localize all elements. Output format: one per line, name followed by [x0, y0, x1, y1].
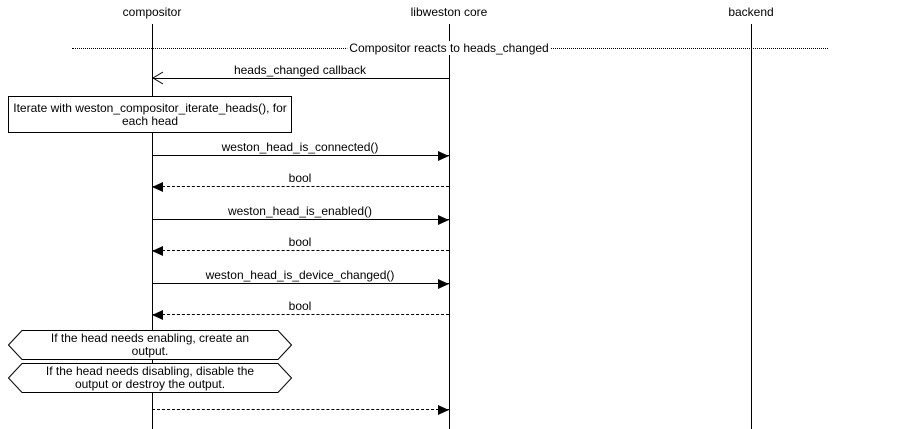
note-box: Iterate with weston_compositor_iterate_h… — [8, 96, 292, 133]
separator-label: Compositor reacts to heads_changed — [347, 41, 551, 55]
message-label: bool — [285, 235, 315, 249]
message-label: bool — [285, 171, 315, 185]
message-line — [152, 250, 449, 251]
arrowhead-right-icon — [438, 215, 449, 225]
condition-hexagon: If the head needs disabling, disable the… — [8, 363, 292, 393]
message-line — [152, 78, 449, 79]
message-line — [152, 186, 449, 187]
message-label: weston_head_is_device_changed() — [202, 268, 398, 282]
message-label: weston_head_is_enabled() — [224, 204, 376, 218]
arrowhead-left-open-icon — [152, 71, 164, 85]
message-label: bool — [285, 299, 315, 313]
arrowhead-left-icon — [152, 310, 163, 320]
actor-label-compositor: compositor — [122, 5, 182, 19]
arrowhead-right-icon — [438, 405, 449, 415]
arrowhead-left-icon — [152, 246, 163, 256]
message-line — [152, 219, 449, 220]
message-line — [152, 314, 449, 315]
arrowhead-right-icon — [438, 151, 449, 161]
actor-label-libweston-core: libweston core — [410, 5, 488, 19]
actor-label-backend: backend — [728, 5, 774, 19]
message-line — [152, 283, 449, 284]
message-label: heads_changed callback — [230, 63, 370, 77]
lifeline-libweston-core — [449, 24, 450, 429]
arrowhead-right-icon — [438, 279, 449, 289]
lifeline-compositor — [152, 24, 153, 429]
condition-text: If the head needs disabling, disable the… — [45, 364, 255, 391]
arrowhead-left-icon — [152, 182, 163, 192]
condition-text: If the head needs enabling, create an ou… — [50, 331, 250, 358]
message-line — [152, 409, 449, 410]
condition-hexagon: If the head needs enabling, create an ou… — [8, 330, 292, 360]
message-label: weston_head_is_connected() — [218, 140, 382, 154]
lifeline-backend — [751, 24, 752, 429]
message-line — [152, 155, 449, 156]
